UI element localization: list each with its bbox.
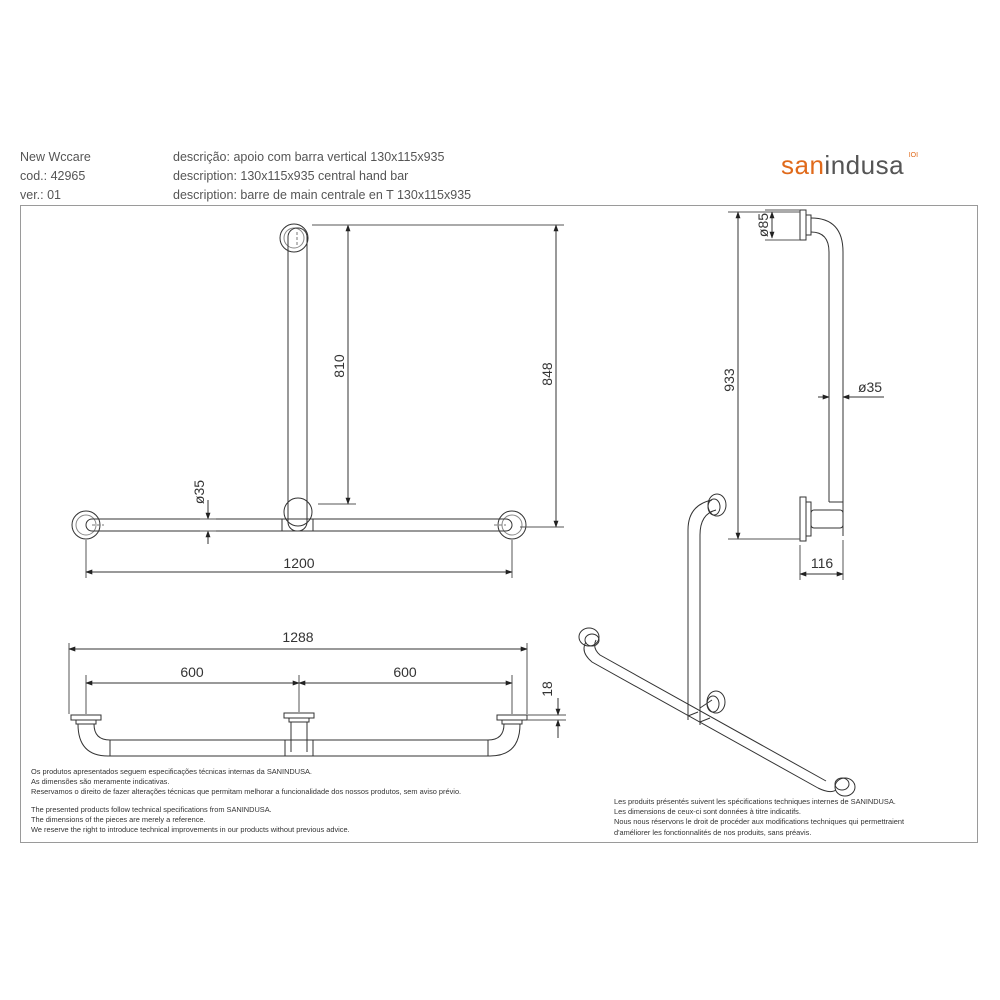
front-horizontal-bar [85,518,513,532]
note-en-2: The dimensions of the pieces are merely … [31,814,206,824]
product-descriptions: descrição: apoio com barra vertical 130x… [173,148,471,205]
product-name: New Wccare [20,150,91,164]
description-en: description: 130x115x935 central hand ba… [173,169,409,183]
top-left-flange [70,714,102,721]
dim-116: 116 [811,555,834,571]
description-pt: descrição: apoio com barra vertical 130x… [173,150,445,164]
front-top-flange [279,223,309,253]
note-fr-2: Les dimensions de ceux-ci sont données à… [614,807,801,817]
side-bar-outer [810,217,844,536]
iso-top-flange [707,493,727,517]
front-view [71,223,564,578]
brand-logo-prefix: san [781,150,825,180]
dim-1288: 1288 [282,629,313,645]
dim-18: 18 [539,681,555,697]
dim-848: 848 [539,362,555,386]
note-pt-3: Reservamos o direito de fazer alterações… [31,787,462,797]
note-en-3: We reserve the right to introduce techni… [31,825,350,835]
drawing-frame [20,205,978,843]
notes-pt-en: Os produtos apresentados seguem especifi… [31,767,461,835]
top-center-flange [283,712,315,719]
front-right-flange [497,510,527,540]
iso-left-flange [578,627,600,647]
brand-logo-mark: IOI [908,152,919,159]
product-version: ver.: 01 [20,188,61,202]
dim-1200: 1200 [283,555,314,571]
notes-fr: Les produits présentés suivent les spéci… [614,797,904,838]
front-vertical-bar [287,227,308,532]
iso-diagonal-bar [583,641,819,789]
note-fr-4: d'améliorer les fonctionnalités de nos p… [614,827,812,837]
dim-side-flange-diameter: ø85 [755,213,771,237]
dim-600-left: 600 [180,664,204,680]
dim-600-right: 600 [393,664,417,680]
dim-933: 933 [721,368,737,392]
top-right-flange [496,714,528,721]
note-fr-3: Nous nous réservons le droit de procéder… [614,817,905,827]
side-bottom-flange [799,496,807,542]
note-fr-1: Les produits présentés suivent les spéci… [614,797,896,806]
side-view [728,209,884,580]
product-info: New Wccare cod.: 42965 ver.: 01 [20,148,91,205]
dim-side-bar-diameter: ø35 [858,379,882,395]
top-bar-outer [77,723,521,757]
note-pt-2: As dimensões são meramente indicativas. [31,777,170,787]
brand-logo-suffix: indusa [824,150,905,180]
description-fr: description: barre de main centrale en T… [173,188,472,202]
front-center-flange [283,497,313,527]
top-view [68,643,566,757]
dim-front-diameter: ø35 [191,480,207,504]
iso-right-flange [834,777,856,797]
dim-810: 810 [331,354,347,378]
note-pt-1: Os produtos apresentados seguem especifi… [31,767,312,776]
note-en-1: The presented products follow technical … [31,804,272,814]
isometric-view [578,493,856,797]
iso-vertical-bar [687,499,713,720]
side-top-flange [799,209,807,241]
notes-spacer [31,798,461,805]
product-code: cod.: 42965 [20,169,86,183]
